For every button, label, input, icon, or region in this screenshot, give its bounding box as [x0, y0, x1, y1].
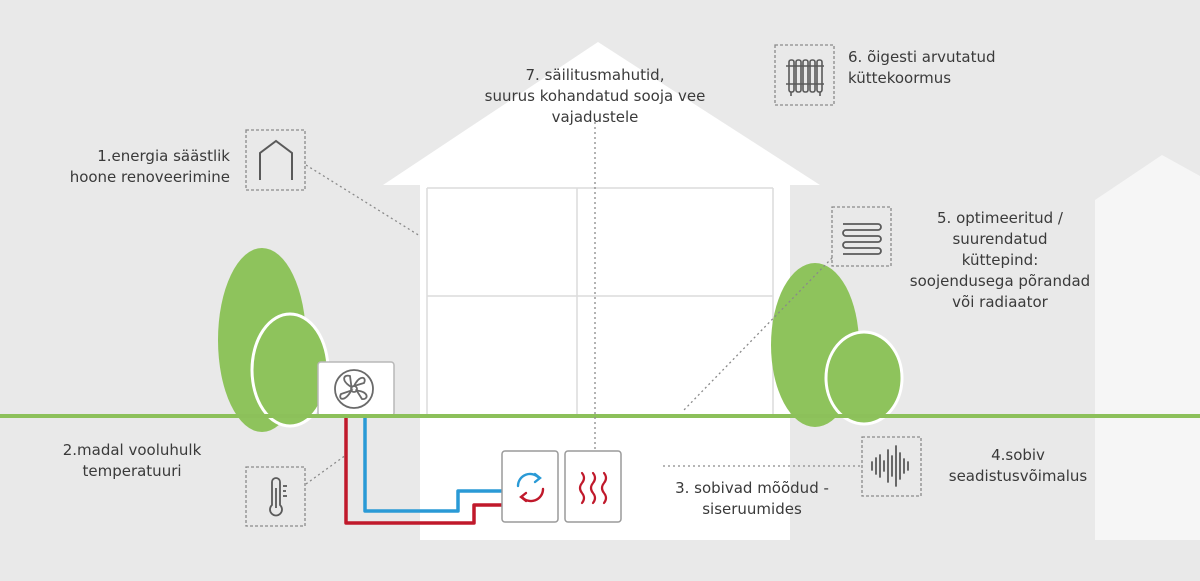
pipe-cold: [363, 418, 502, 513]
house-window-grid: [426, 187, 774, 416]
label-flow-temperature: 2.madal vooluhulk temperatuuri: [62, 441, 202, 480]
label-renovation: 1.energia säästlik hoone renoveerimine: [69, 147, 230, 186]
outdoor-unit: [317, 361, 395, 417]
pipes: [344, 418, 502, 525]
house-roof: [383, 42, 820, 185]
background-house: [1095, 155, 1200, 540]
indoor-unit-heating: [564, 450, 622, 523]
tree-left-group: [218, 248, 330, 432]
fan-icon: [334, 369, 374, 409]
icon-boxes: [245, 44, 922, 527]
ground-line: [0, 414, 1200, 418]
pipe-hot: [344, 418, 502, 525]
leader-lines: [305, 122, 862, 485]
label-heating-surface: 5. optimeeritud / suurendatud küttepind:…: [909, 209, 1091, 311]
leader-flow-temperature: [305, 454, 347, 485]
radiator-icon: [786, 59, 824, 96]
tree-right-front: [824, 330, 904, 426]
house-outline-icon: [259, 139, 293, 180]
tree-right-group: [771, 263, 904, 427]
leader-renovation: [305, 164, 421, 237]
floor-heating-coil-icon: [842, 223, 882, 255]
heat-waves-icon: [578, 471, 608, 505]
thermometer-icon: [269, 477, 287, 517]
tree-left-front: [250, 312, 330, 428]
label-storage-tanks: 7. säilitusmahutid, suurus kohandatud so…: [484, 66, 706, 126]
circular-arrows-icon: [516, 472, 545, 503]
label-heating-load: 6. õigesti arvutatud küttekoormus: [848, 48, 996, 87]
indoor-unit-exchanger: [501, 450, 559, 523]
leader-heating-surface: [681, 257, 833, 413]
sound-wave-icon: [871, 445, 909, 487]
label-settings: 4.sobiv seadistusvõimalus: [948, 446, 1088, 485]
label-indoor-dimensions: 3. sobivad mõõdud - siseruumides: [675, 479, 829, 518]
